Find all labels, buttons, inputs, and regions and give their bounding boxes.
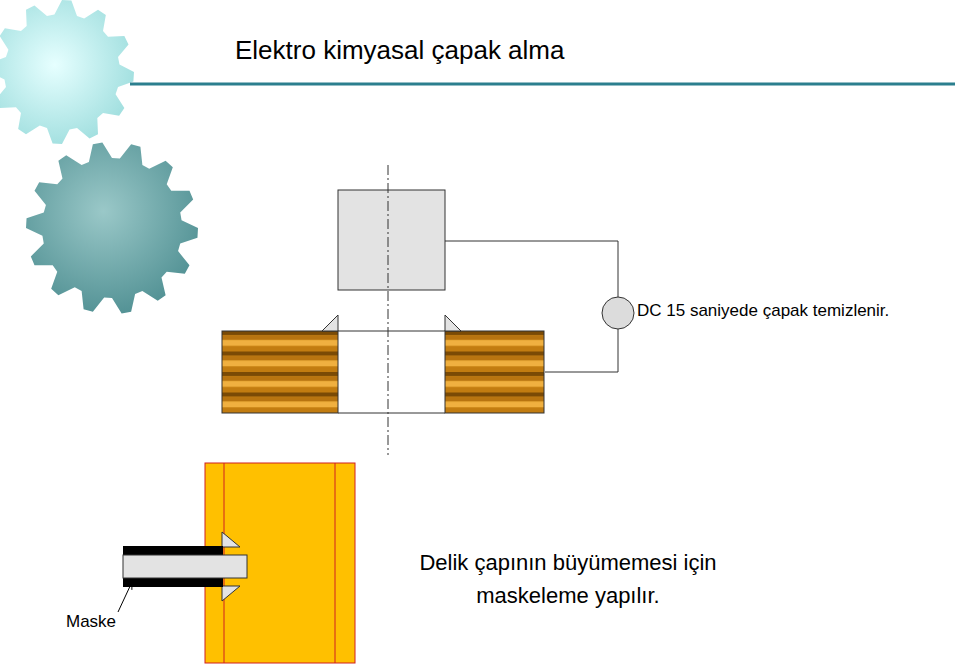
title-rule <box>130 83 955 86</box>
mask <box>123 578 223 587</box>
gear <box>0 0 134 144</box>
dc-source <box>602 297 634 329</box>
burr <box>445 315 461 331</box>
title: Elektro kimyasal çapak alma <box>235 35 564 66</box>
hole-edge <box>338 331 445 332</box>
center-line <box>388 165 389 455</box>
part-label: Maske <box>66 612 116 632</box>
hole-wall <box>335 463 336 663</box>
wire <box>545 329 618 372</box>
tool-tip <box>222 532 240 547</box>
mask <box>123 546 223 555</box>
workpiece <box>445 331 544 413</box>
gear-decoration <box>0 0 198 313</box>
note: DC 15 saniyede çapak temizlenir. <box>637 301 889 321</box>
tool-tip <box>222 586 240 601</box>
electrode <box>338 190 445 290</box>
workpiece <box>222 331 338 413</box>
burr <box>322 315 338 331</box>
hole-edge <box>338 413 445 414</box>
note: Delik çapının büyümemesi için maskeleme … <box>393 546 743 612</box>
wire <box>445 241 618 297</box>
tool <box>123 555 247 578</box>
leader-line <box>118 582 132 612</box>
gear <box>26 143 198 314</box>
